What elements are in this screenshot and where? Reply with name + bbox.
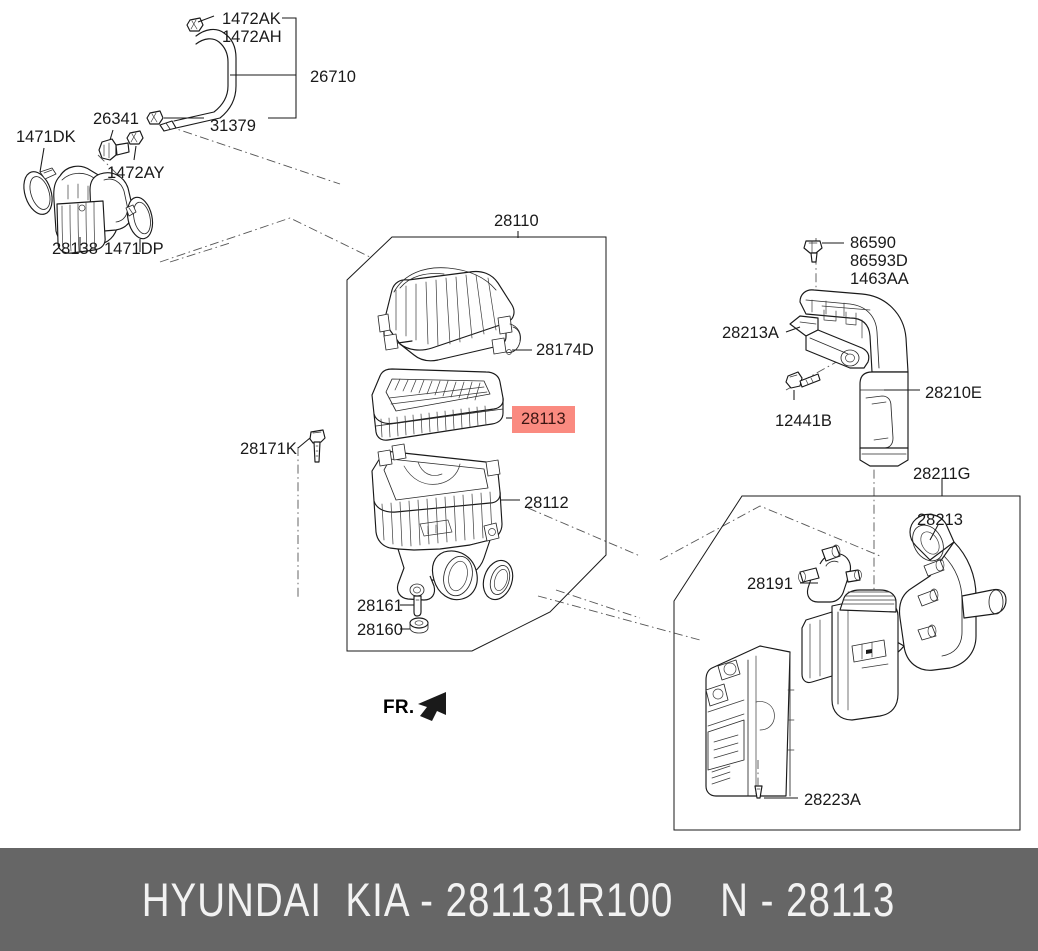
hose-clip-lower [146,110,164,125]
callout-1471DK: 1471DK [16,128,76,146]
resonator-group-boundary [673,495,1021,831]
hose-28191 [798,544,862,603]
air-cleaner-cover [377,267,521,362]
callout-28161: 28161 [357,597,403,615]
callout-leaders-top [164,15,297,119]
callout-31379: 31379 [210,117,256,135]
callout-26710: 26710 [310,68,356,86]
callout-leaders-left [39,129,141,252]
callout-28112: 28112 [524,494,569,512]
callout-leaders-center [297,231,532,630]
callout-12441B: 12441B [775,412,832,430]
callout-28174D: 28174D [536,341,594,359]
front-direction-arrow [418,692,446,721]
callout-1472AY: 1472AY [107,164,165,182]
callout-1472AK: 1472AK [222,10,281,28]
bolt-28171K [309,429,326,463]
callout-86590: 86590 [850,234,896,252]
footer-bar: HYUNDAI KIA - 281131R100 N - 28113 [0,848,1038,951]
bracket-28213A [789,315,870,369]
sensor-26341 [98,138,130,161]
callout-28211G: 28211G [913,465,971,483]
callout-28213A: 28213A [722,324,779,342]
hose-clip-1472AY [126,130,144,145]
callout-86593D: 86593D [850,252,908,270]
resonator-chamber-lower [705,645,795,797]
resonator-body [801,589,899,721]
air-cleaner-body-28112 [371,443,503,601]
callout-28138: 28138 [52,240,98,258]
hose-clip-top [186,17,204,32]
outlet-seal-ring [482,559,514,601]
air-cleaner-group-boundary [346,236,607,652]
bolt-12441B [785,371,821,389]
air-inlet-duct-28210E [799,289,909,467]
diagram-canvas: 1472AK 1472AH 26710 31379 26341 1471DK 1… [16,10,1021,831]
alignment-lines [149,119,881,641]
clip-28223A [754,785,763,799]
callout-28191: 28191 [747,575,793,593]
callout-28213: 28213 [917,511,963,529]
hose-clamp-1471DK [23,167,57,215]
callout-26341: 26341 [93,110,139,128]
callout-28223A: 28223A [804,791,861,809]
callout-leaders-right-lower [764,478,943,799]
callout-1471DP: 1471DP [104,240,164,258]
air-filter-element-28113 [371,368,504,441]
hose-clamp-1471DP [125,196,154,240]
air-intake-duct-assembly [23,165,134,254]
front-direction-label: FR. [383,697,415,718]
callout-28113-highlighted: 28113 [512,406,575,433]
callout-28160: 28160 [357,621,403,639]
grommet-28160 [409,617,429,634]
pin-28161 [413,595,422,617]
callout-28171K: 28171K [240,440,297,458]
breather-hose-assembly [146,17,237,132]
callout-28210E: 28210E [925,384,982,402]
footer-part-number-text: HYUNDAI KIA - 281131R100 N - 28113 [142,873,896,926]
screw-86590 [803,240,823,263]
callout-28110: 28110 [494,212,539,230]
exploded-view-drawing [23,15,1021,831]
callout-1463AA: 1463AA [850,270,909,288]
callout-leaders-right-upper [785,242,920,400]
callout-1472AH: 1472AH [222,28,282,46]
